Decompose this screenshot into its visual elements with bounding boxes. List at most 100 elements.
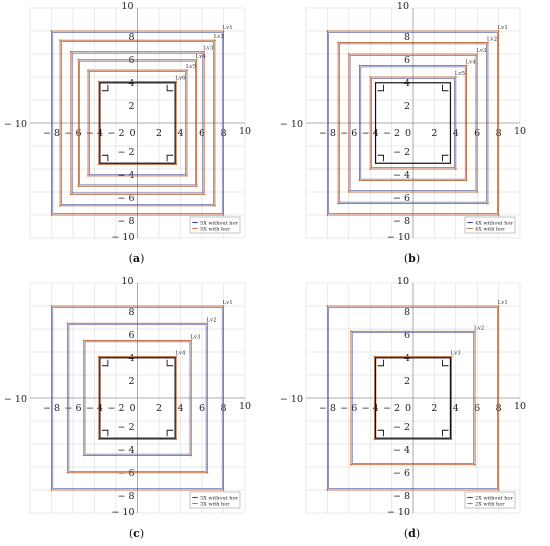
- corner-marker: [214, 39, 216, 42]
- x-tick-label: − 2: [383, 128, 400, 139]
- x-tick-label: 4: [177, 128, 183, 139]
- level-label: Lv2: [214, 34, 224, 40]
- corner-marker: [97, 438, 100, 441]
- y-tick-label: − 10: [111, 507, 134, 518]
- corner-bracket: [442, 359, 449, 367]
- y-tick-label: − 10: [387, 507, 410, 518]
- x-tick-label: 0: [405, 128, 411, 139]
- corner-marker: [358, 179, 361, 182]
- level-square-without-hor: [89, 71, 186, 175]
- level-label: Lv2: [206, 317, 216, 323]
- level-label: Lv4: [466, 60, 477, 66]
- corner-bracket: [377, 154, 384, 162]
- level-square-without-hor: [351, 332, 475, 464]
- corner-bracket: [166, 154, 174, 162]
- corner-marker: [195, 185, 198, 188]
- level-square-with-hor: [326, 305, 500, 491]
- level-square-without-hor: [349, 55, 477, 191]
- level-square-with-hor: [98, 81, 177, 165]
- corner-marker: [337, 202, 339, 205]
- x-tick-label: 0: [129, 403, 135, 414]
- corner-marker: [497, 214, 500, 216]
- corner-bracket: [442, 154, 449, 162]
- y-tick-label: − 2: [117, 147, 134, 158]
- caption-paren-close: ): [140, 527, 144, 540]
- corner-marker: [190, 454, 193, 457]
- corner-marker: [454, 168, 457, 170]
- panel-caption: (b): [404, 252, 420, 265]
- x-tick-label: − 10: [280, 119, 303, 130]
- corner-marker: [326, 214, 329, 216]
- corner-marker: [487, 202, 489, 205]
- corner-marker: [69, 50, 72, 53]
- corner-bracket: [377, 429, 384, 437]
- y-tick-label: − 6: [393, 193, 410, 204]
- corner-marker: [77, 185, 80, 188]
- caption-letter: c: [133, 527, 140, 540]
- corner-marker: [190, 339, 193, 342]
- corner-marker: [87, 69, 89, 71]
- y-tick-label: 2: [128, 376, 134, 387]
- x-tick-label: 2: [431, 403, 437, 414]
- legend-entry: 5X with hor: [200, 226, 230, 232]
- corner-marker: [50, 305, 53, 307]
- y-tick-label: − 8: [117, 216, 134, 227]
- x-tick-label: − 10: [280, 394, 303, 405]
- corner-marker: [203, 193, 206, 196]
- corner-marker: [465, 179, 468, 182]
- y-tick-label: 2: [128, 101, 134, 112]
- y-tick-label: 8: [128, 32, 134, 43]
- y-tick-label: 10: [397, 276, 409, 287]
- corner-marker: [59, 204, 61, 207]
- corner-marker: [50, 30, 53, 32]
- x-tick-label: − 6: [64, 403, 81, 414]
- corner-bracket: [442, 429, 449, 437]
- corner-marker: [97, 163, 100, 166]
- x-tick-label: − 4: [362, 403, 379, 414]
- corner-bracket: [101, 359, 109, 367]
- panel-caption: (a): [129, 252, 145, 265]
- corner-marker: [87, 175, 89, 177]
- corner-bracket: [101, 84, 109, 92]
- corner-bracket: [101, 429, 109, 437]
- legend-marker: [194, 496, 196, 499]
- y-tick-label: − 8: [393, 216, 410, 227]
- caption-paren-open: (: [404, 252, 408, 265]
- legend-entry: 5X without hor: [200, 220, 238, 226]
- corner-marker: [497, 489, 500, 491]
- corner-marker: [222, 214, 225, 216]
- inner-square: [374, 357, 452, 439]
- corner-marker: [487, 41, 489, 44]
- caption-paren-close: ): [140, 252, 144, 265]
- corner-marker: [59, 39, 61, 42]
- x-tick-label: − 2: [107, 403, 124, 414]
- y-tick-label: 2: [404, 376, 410, 387]
- x-tick-label: 4: [177, 403, 183, 414]
- corner-marker: [350, 463, 352, 466]
- level-square-with-hor: [359, 65, 467, 181]
- corner-marker: [222, 305, 225, 307]
- y-tick-label: 6: [128, 330, 134, 341]
- corner-marker: [450, 438, 453, 441]
- y-tick-label: − 2: [393, 147, 410, 158]
- corner-marker: [97, 355, 100, 358]
- corner-marker: [175, 355, 178, 358]
- level-label: Lv3: [190, 335, 201, 341]
- y-tick-label: − 2: [117, 422, 134, 433]
- y-tick-label: − 2: [393, 422, 410, 433]
- x-tick-label: 6: [199, 128, 205, 139]
- corner-bracket: [377, 359, 384, 367]
- level-square-with-hor: [70, 51, 205, 195]
- y-tick-label: − 4: [393, 445, 410, 456]
- corner-marker: [203, 50, 206, 53]
- corner-marker: [497, 30, 500, 32]
- legend-entry: 3X without hor: [200, 495, 238, 501]
- corner-marker: [77, 58, 80, 61]
- corner-marker: [373, 355, 376, 358]
- corner-marker: [222, 30, 225, 32]
- level-square-with-hor: [83, 340, 192, 456]
- y-tick-label: 8: [404, 32, 410, 43]
- caption-paren-open: (: [404, 527, 408, 540]
